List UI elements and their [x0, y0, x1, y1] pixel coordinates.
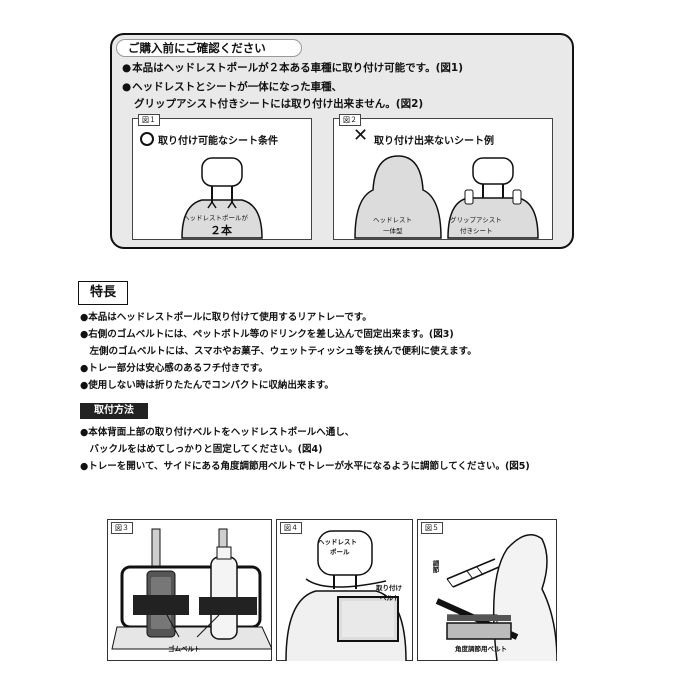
seat-two-poles-illustration [181, 157, 263, 239]
features-heading: 特長 [78, 281, 128, 305]
notice-title: ご購入前にご確認ください [128, 41, 266, 55]
angle-adjust-illustration [435, 534, 557, 661]
headrest-belt-illustration [285, 530, 407, 661]
unsupported-seats-illustration [354, 155, 539, 239]
fig4-pole-label-1: ヘッドレスト [318, 538, 357, 546]
feature-line-2: ●右側のゴムベルトには、ペットボトル等のドリンクを差し込んで固定出来ます。(図3… [80, 329, 454, 340]
fig2-label-right-2: 付きシート [460, 227, 493, 235]
fig2-label-right-1: グリップアシスト [450, 216, 502, 224]
install-line-3: ●トレーを開いて、サイドにある角度調節用ベルトでトレーが水平になるように調節して… [80, 461, 530, 472]
tray-belts-illustration [111, 528, 272, 650]
figure-4-tag: 図４ [280, 522, 302, 534]
figure-2-tag: 図２ [339, 114, 361, 126]
feature-line-5: ●使用しない時は折りたたんでコンパクトに収納出来ます。 [80, 380, 334, 391]
install-line-2: バックルをはめてしっかりと固定してください。(図4) [80, 444, 323, 455]
pole-label: ヘッドレストポールが [183, 214, 248, 222]
notice-title-tab [116, 39, 302, 57]
fig4-belt-label-2: ベルト [380, 594, 400, 602]
figure-1-tag: 図１ [138, 114, 160, 126]
fig2-label-left-1: ヘッドレスト [373, 216, 412, 224]
figure-1-heading: 取り付け可能なシート条件 [158, 136, 278, 147]
adjust-label: 調節 [431, 560, 439, 573]
ok-circle-icon [140, 132, 154, 146]
feature-line-3: 左側のゴムベルトには、スマホやお菓子、ウェットティッシュ等を挟んで便利に使えます… [80, 346, 477, 357]
figure-3-tag: 図３ [111, 522, 133, 534]
figure-5-tag: 図５ [421, 522, 443, 534]
figure-2-heading: 取り付け出来ないシート例 [374, 136, 494, 147]
notice-line-1: 本品はヘッドレストポールが２本ある車種に取り付け可能です。(図1) [122, 60, 463, 75]
install-line-1: ●本体背面上部の取り付けベルトをヘッドレストポールへ通し、 [80, 427, 355, 438]
feature-line-4: ●トレー部分は安心感のあるフチ付きです。 [80, 363, 268, 374]
fig4-pole-label-2: ポール [330, 548, 350, 556]
feature-line-1: ●本品はヘッドレストポールに取り付けて使用するリアトレーです。 [80, 312, 372, 323]
fig4-belt-label-1: 取り付け [376, 584, 402, 592]
pole-count: ２本 [210, 224, 232, 237]
ng-cross-icon: ✕ [353, 125, 369, 146]
fig2-label-left-2: 一体型 [383, 227, 403, 235]
notice-line-3: グリップアシスト付きシートには取り付け出来ません。(図2) [134, 98, 424, 110]
install-heading: 取付方法 [80, 403, 148, 419]
notice-line-2: ヘッドレストとシートが一体になった車種、 [122, 79, 342, 94]
rubber-belt-label: ゴムベルト [168, 645, 201, 653]
angle-belt-label: 角度調節用ベルト [455, 645, 507, 653]
